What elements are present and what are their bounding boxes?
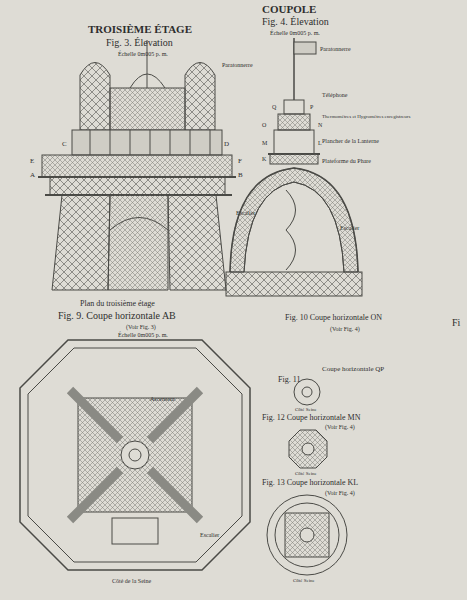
fig4-cupola xyxy=(226,38,362,296)
drawing-label: Échelle 0m005 p. m. xyxy=(118,51,168,57)
drawing-label: (Voir Fig. 4) xyxy=(330,326,360,332)
drawing-label: Thermomètres et Hygromètres enregistreur… xyxy=(322,114,410,119)
figure-heading: Fig. 13 Coupe horizontale KL xyxy=(262,479,358,487)
drawing-label: C xyxy=(62,141,67,148)
drawing-label: N xyxy=(318,122,322,128)
drawing-label: Échelle 0m005 p. m. xyxy=(118,332,168,338)
drawing-label: Paratonnerre xyxy=(320,46,351,52)
fig3-elevation xyxy=(38,40,236,290)
drawing-label: Paratonnerre xyxy=(222,62,253,68)
figure-heading: Fig. 4. Élevation xyxy=(262,17,329,27)
figure-heading: Fig. 11 xyxy=(278,376,300,384)
drawing-label: P xyxy=(310,104,313,110)
fig9-plan xyxy=(20,340,250,570)
fig10-13-sections xyxy=(267,379,347,575)
drawing-label: Escalier xyxy=(340,225,359,231)
figure-heading: Fig. 9. Coupe horizontale AB xyxy=(58,311,176,321)
drawing-label: Côté Seine xyxy=(295,471,317,476)
drawing-label: Échelle 0m005 p. m. xyxy=(270,30,320,36)
drawing-label: Ascenseur xyxy=(150,396,175,402)
drawing-label: Escalier xyxy=(200,532,219,538)
drawing-label: Plateforme du Phare xyxy=(322,158,371,164)
drawing-label: Côté de la Seine xyxy=(112,578,151,584)
figure-heading: COUPOLE xyxy=(262,4,316,15)
figure-heading: Fig. 10 Coupe horizontale ON xyxy=(285,314,382,322)
drawing-label: D xyxy=(224,141,229,148)
figure-heading: Fig. 12 Coupe horizontale MN xyxy=(262,414,360,422)
drawing-label: (Voir Fig. 4) xyxy=(325,424,355,430)
drawing-label: Côté Seine xyxy=(293,578,315,583)
drawing-label: (Voir Fig. 3) xyxy=(126,324,156,330)
figure-heading: Plan du troisième étage xyxy=(80,300,155,308)
drawing-label: Escalier xyxy=(236,210,255,216)
drawing-label: A xyxy=(30,172,35,179)
figure-heading: TROISIÈME ÉTAGE xyxy=(88,24,192,35)
drawing-label: Plancher de la Lanterne xyxy=(322,138,379,144)
drawing-label: Q xyxy=(272,104,276,110)
drawing-label: K xyxy=(262,156,266,162)
drawing-label: (Voir Fig. 4) xyxy=(325,490,355,496)
drawing-label: Téléphone xyxy=(322,92,347,98)
drawing-label: Coupe horizontale QP xyxy=(322,366,384,373)
drawing-label: O xyxy=(262,122,266,128)
drawing-label: E xyxy=(30,158,34,165)
drawing-label: F xyxy=(238,158,242,165)
drawing-label: B xyxy=(238,172,243,179)
drawing-label: M xyxy=(262,140,267,146)
drawing-label: L xyxy=(318,140,322,146)
drawing-label: Côté Seine xyxy=(295,407,317,412)
figure-heading: Fi xyxy=(452,318,460,328)
figure-heading: Fig. 3. Élevation xyxy=(106,38,173,48)
